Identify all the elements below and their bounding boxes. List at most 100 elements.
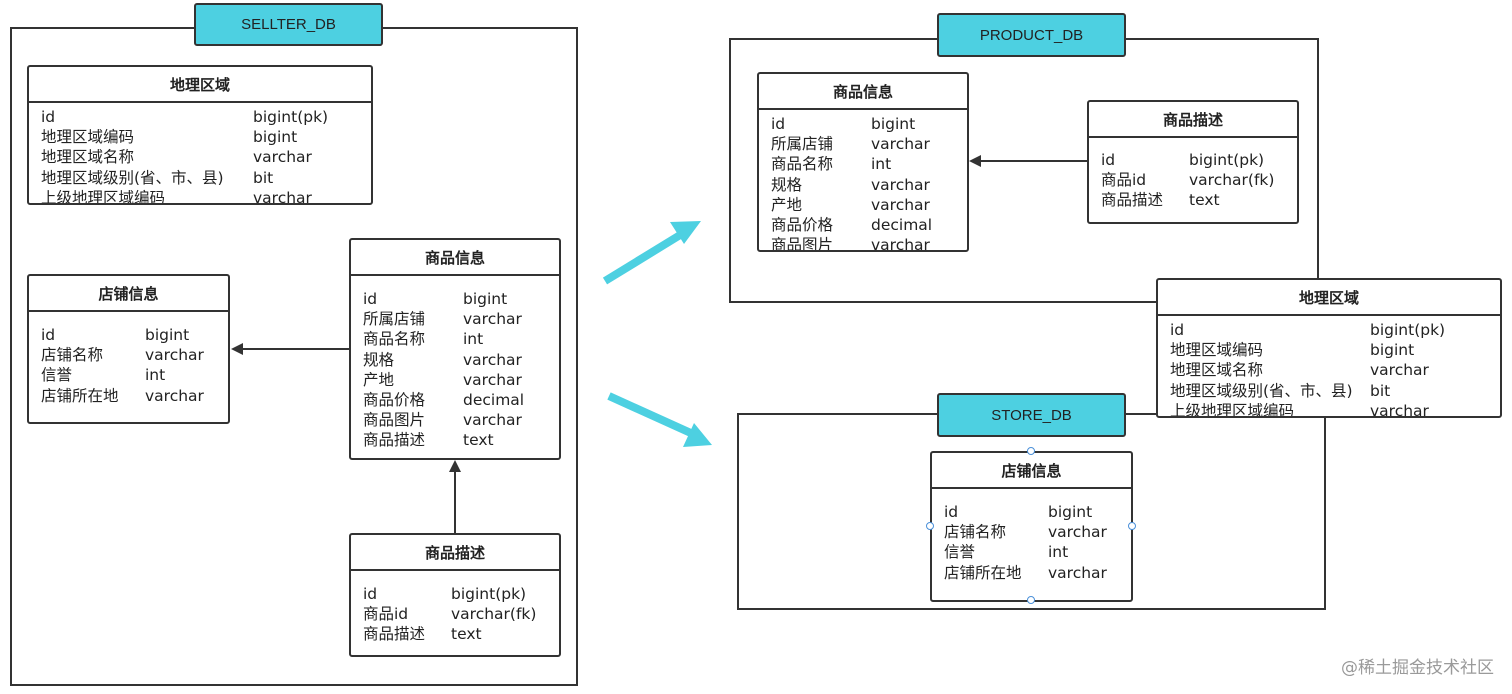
field-type: varchar bbox=[145, 386, 204, 405]
field-type: int bbox=[463, 330, 484, 349]
field-type: text bbox=[463, 431, 494, 450]
field-type: varchar bbox=[463, 370, 522, 389]
field-name: 商品名称 bbox=[363, 330, 426, 349]
field-type: bigint(pk) bbox=[451, 585, 527, 603]
field-name: 产地 bbox=[363, 370, 395, 389]
field-type: varchar bbox=[1370, 401, 1429, 418]
field-row: id bigint(pk) bbox=[1158, 320, 1500, 340]
field-type: decimal bbox=[463, 391, 525, 410]
field-name: 产地 bbox=[771, 195, 803, 214]
field-name: 所属店铺 bbox=[363, 310, 426, 329]
field-name: id bbox=[41, 326, 56, 344]
field-type: varchar bbox=[1048, 563, 1107, 582]
field-type: bigint bbox=[1370, 341, 1415, 360]
field-type: int bbox=[145, 366, 166, 385]
selection-handle-top[interactable] bbox=[1027, 447, 1035, 455]
field-name: id bbox=[363, 585, 378, 603]
field-type: varchar bbox=[1370, 361, 1429, 380]
field-name: 商品图片 bbox=[363, 411, 426, 430]
field-type: int bbox=[871, 155, 892, 174]
field-type: bigint bbox=[463, 290, 508, 308]
field-type: bigint bbox=[145, 326, 190, 344]
field-name: 店铺所在地 bbox=[41, 386, 119, 405]
field-name: 地理区域编码 bbox=[1170, 341, 1264, 360]
field-type: bit bbox=[253, 168, 274, 187]
field-type: varchar bbox=[253, 188, 312, 205]
field-type: bigint bbox=[1048, 503, 1093, 521]
field-name: 商品价格 bbox=[771, 216, 834, 235]
field-name: 地理区域名称 bbox=[41, 148, 135, 167]
field-type: varchar bbox=[253, 148, 312, 167]
table-title: 商品信息 bbox=[351, 240, 559, 276]
field-row: 地理区域编码 bigint bbox=[1158, 340, 1500, 360]
field-name: 规格 bbox=[771, 175, 803, 194]
field-type: varchar(fk) bbox=[451, 605, 537, 624]
seller-product-table[interactable]: 商品信息 id bigint 所属店铺 varchar 商品名称 int 规格 varchar 产… bbox=[349, 238, 561, 460]
selection-handle-bottom[interactable] bbox=[1027, 596, 1035, 604]
field-type: bigint bbox=[871, 115, 916, 133]
product-db-label[interactable]: PRODUCT_DB bbox=[937, 13, 1126, 57]
field-type: varchar(fk) bbox=[1189, 171, 1275, 190]
field-type: bit bbox=[1370, 381, 1391, 400]
store-db-label[interactable]: STORE_DB bbox=[937, 393, 1126, 437]
field-row: 商品描述 text bbox=[1089, 190, 1297, 210]
field-type: bigint(pk) bbox=[1370, 321, 1446, 339]
selection-handle-right[interactable] bbox=[1128, 522, 1136, 530]
product-db-name: PRODUCT_DB bbox=[979, 26, 1084, 44]
field-type: text bbox=[1189, 191, 1220, 210]
field-name: 商品描述 bbox=[363, 625, 426, 644]
field-name: 地理区域级别(省、市、县) bbox=[1170, 381, 1353, 400]
field-name: id bbox=[1101, 151, 1116, 169]
field-name: 信誉 bbox=[944, 543, 976, 562]
field-name: id bbox=[41, 108, 56, 126]
seller-store-table[interactable]: 店铺信息 id bigint 店铺名称 varchar 信誉 int 店铺所在地 varchar bbox=[27, 274, 230, 424]
field-name: 规格 bbox=[363, 350, 395, 369]
field-type: varchar bbox=[1048, 523, 1107, 542]
field-name: 信誉 bbox=[41, 366, 73, 385]
field-name: 商品名称 bbox=[771, 155, 834, 174]
watermark: @稀土掘金技术社区 bbox=[1341, 658, 1494, 678]
field-type: bigint bbox=[253, 128, 298, 147]
field-name: id bbox=[1170, 321, 1185, 339]
field-row: id bigint bbox=[29, 325, 228, 345]
table-title: 店铺信息 bbox=[932, 453, 1131, 489]
field-type: varchar bbox=[463, 350, 522, 369]
field-name: id bbox=[944, 503, 959, 521]
field-row: 商品名称 int bbox=[351, 329, 559, 349]
field-type: varchar bbox=[145, 346, 204, 365]
field-name: 上级地理区域编码 bbox=[1170, 401, 1295, 418]
field-name: id bbox=[363, 290, 378, 308]
split-arrow-down bbox=[607, 392, 712, 447]
selection-handle-left[interactable] bbox=[926, 522, 934, 530]
seller-db-label[interactable]: SELLTER_DB bbox=[194, 3, 383, 46]
field-type: int bbox=[1048, 543, 1069, 562]
table-title: 店铺信息 bbox=[29, 276, 228, 312]
field-name: 商品描述 bbox=[1101, 191, 1164, 210]
field-type: varchar bbox=[871, 195, 930, 214]
field-name: 店铺名称 bbox=[41, 346, 104, 365]
